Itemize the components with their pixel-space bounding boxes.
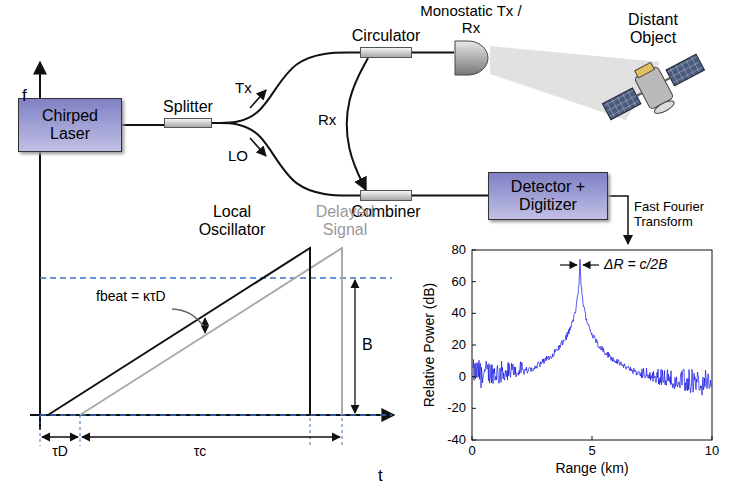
satellite: Distant Object: [598, 50, 708, 122]
edge-label: Tx: [235, 80, 252, 97]
tick-label: -40: [447, 433, 466, 448]
edge-label: Rx: [318, 112, 336, 129]
splitter-box: Splitter: [164, 118, 212, 128]
line-art: [354, 280, 355, 413]
tick-label: 0: [468, 444, 475, 459]
line-art: [30, 414, 394, 416]
line-art: [635, 62, 655, 78]
annotation: Range (km): [555, 461, 628, 477]
annotation: ΔR = c/2B: [603, 257, 668, 273]
annotation: t: [378, 466, 383, 485]
tick-label: 40: [452, 306, 466, 321]
tick-label: 5: [588, 444, 595, 459]
fiber-connector: [122, 124, 164, 126]
circulator-box: Circulator: [360, 47, 412, 58]
tick-label: 10: [705, 444, 719, 459]
line-art: [80, 415, 81, 446]
fiber-connector: [412, 195, 488, 197]
line-art: [472, 313, 476, 314]
node-label: Monostatic Tx / Rx: [419, 3, 523, 37]
line-art: [472, 281, 476, 282]
line-art: [172, 309, 203, 325]
fiber-connector: [212, 53, 360, 124]
node-label: Circulator: [352, 27, 420, 45]
line-art: [82, 436, 340, 437]
line-art: [40, 414, 392, 416]
line-art: [42, 436, 78, 437]
telescope-shape: [452, 40, 490, 76]
node-label: Detector + Digitizer: [497, 178, 599, 214]
fiber-connector: [412, 52, 454, 54]
laser-beam: [490, 46, 660, 120]
line-art: [666, 54, 704, 86]
fiber-connector: [212, 123, 360, 196]
annotation: Local Oscillator: [186, 203, 278, 239]
tick-label: 20: [452, 338, 466, 353]
line-art: [583, 264, 599, 265]
tick-label: 0: [459, 369, 466, 384]
tick-label: 60: [452, 274, 466, 289]
line-art: [472, 440, 476, 441]
node-label: Distant Object: [611, 11, 695, 47]
line-art: [596, 42, 713, 136]
line-art: [48, 248, 310, 415]
edge-label: LO: [228, 148, 248, 165]
annotation: τc: [194, 444, 207, 460]
line-art: [204, 318, 205, 333]
line-art: [472, 408, 476, 409]
line-art: [40, 415, 41, 446]
annotation: τD: [52, 444, 68, 460]
tick-label: -20: [447, 401, 466, 416]
node-label: Chirped Laser: [27, 107, 113, 143]
line-art: [592, 436, 593, 440]
line-art: [602, 88, 640, 120]
spectrum-trace: [473, 259, 711, 395]
annotation: fbeat = κτD: [96, 289, 166, 305]
annotation: Relative Power (dB): [422, 283, 438, 408]
annotation: B: [362, 336, 373, 354]
detector-box: Detector + Digitizer: [488, 172, 608, 220]
line-art: [653, 98, 676, 115]
line-art: [472, 376, 476, 377]
satellite-picture: [598, 50, 708, 122]
node-label: Splitter: [163, 98, 213, 116]
telescope: Monostatic Tx / Rx: [452, 40, 490, 76]
line-art: [472, 250, 476, 251]
annotation: f: [22, 86, 27, 105]
laser-box: Chirped Laser: [18, 98, 122, 152]
line-art: [712, 436, 713, 440]
annotation: Delayed Signal: [305, 203, 385, 239]
annotation: Fast Fourier Transform: [634, 200, 730, 229]
line-art: [472, 345, 476, 346]
line-art: [40, 277, 392, 279]
line-art: [80, 248, 342, 415]
tick-label: 80: [452, 243, 466, 258]
process-arrow: [608, 196, 628, 244]
fiber-connector: [347, 58, 368, 190]
spectrum-plot: [472, 250, 712, 440]
line-art: [472, 250, 712, 440]
line-art: [455, 41, 488, 75]
line-art: [560, 264, 577, 265]
combiner-box: Combiner: [360, 190, 412, 201]
line-art: [472, 436, 473, 440]
